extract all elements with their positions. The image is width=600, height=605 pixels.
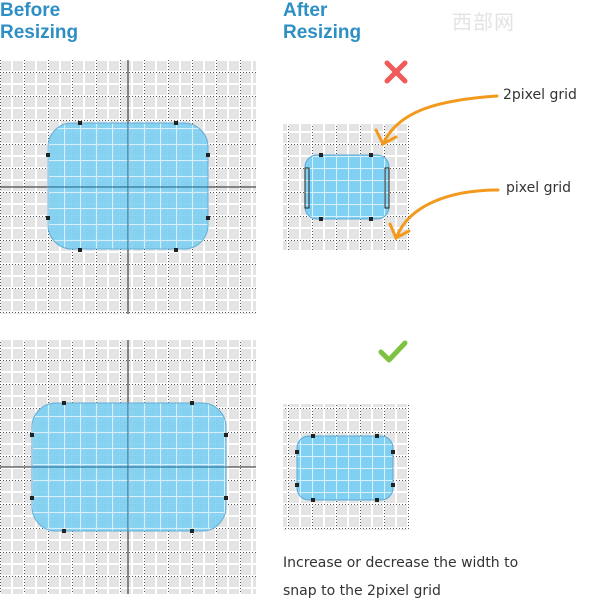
anchor-points-before-top xyxy=(46,121,210,252)
rounded-shape-after-bottom xyxy=(296,435,394,501)
label-pixel-grid: pixel grid xyxy=(506,180,572,196)
heading-before-line2: Resizing xyxy=(0,22,79,43)
rounded-shape-before-top xyxy=(47,122,209,250)
anchor-points-after-top xyxy=(319,153,373,221)
anchor-points-before-bottom xyxy=(30,401,228,533)
check-icon xyxy=(378,340,408,363)
heading-after-line1: After xyxy=(283,0,328,21)
caption-line1: Increase or decrease the width to xyxy=(283,555,519,571)
arrow-to-2pixel-grid xyxy=(374,94,499,147)
heading-after-resizing: After Resizing xyxy=(283,0,361,44)
cross-icon xyxy=(384,60,408,84)
heading-before-line1: Before xyxy=(0,0,61,21)
rounded-shape-after-top xyxy=(304,154,390,220)
label-2pixel-grid: 2pixel grid xyxy=(503,87,577,103)
watermark: 西部网 xyxy=(452,10,515,34)
heading-before-resizing: Before Resizing xyxy=(0,0,78,44)
anchor-points-after-bottom xyxy=(295,434,395,502)
rounded-shape-before-bottom xyxy=(31,402,227,532)
heading-after-line2: Resizing xyxy=(283,22,362,43)
caption: Increase or decrease the width to snap t… xyxy=(283,549,593,605)
arrow-to-pixel-grid xyxy=(388,188,500,241)
caption-line2: snap to the 2pixel grid xyxy=(283,583,441,599)
